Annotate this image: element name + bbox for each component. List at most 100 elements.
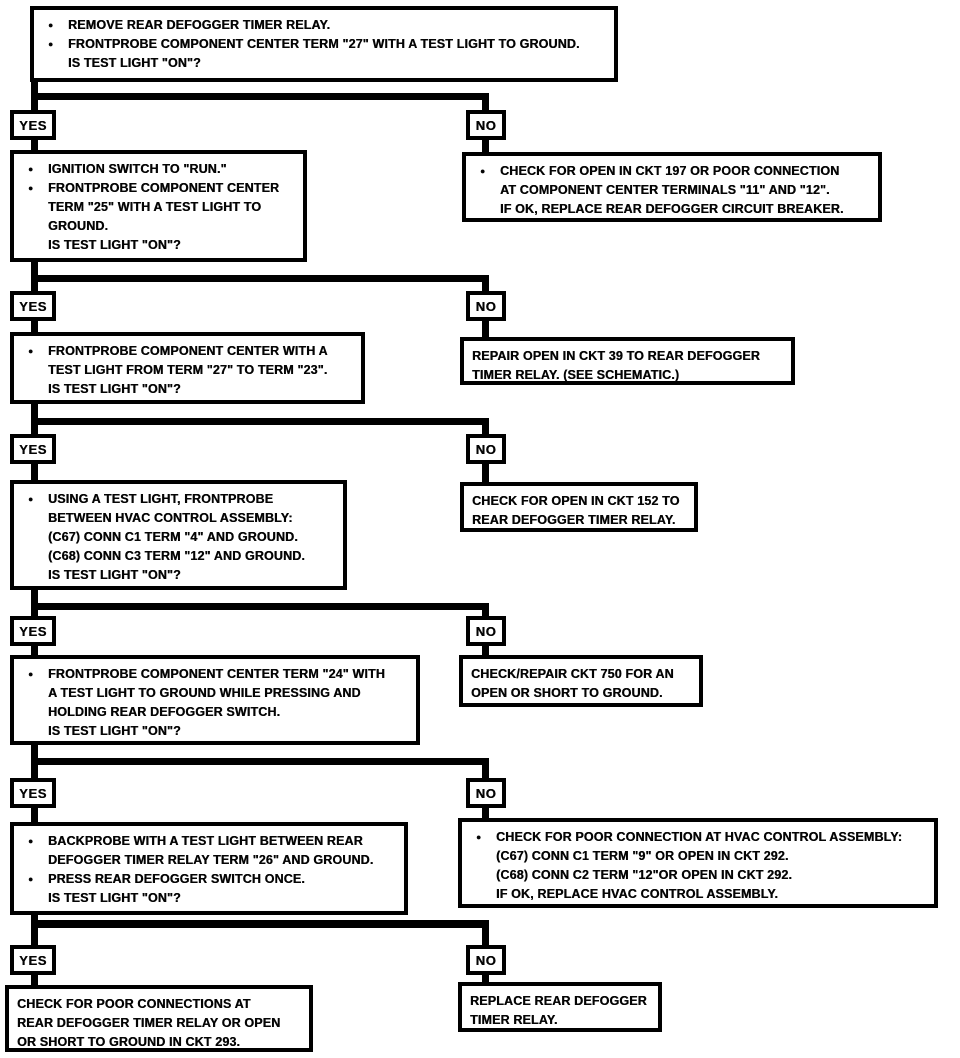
bullet-icon: ● bbox=[28, 836, 34, 846]
node-text: IGNITION SWITCH TO "RUN." bbox=[48, 162, 227, 176]
node-text: IS TEST LIGHT "ON"? bbox=[48, 891, 181, 905]
node-text: (C67) CONN C1 TERM "9" OR OPEN IN CKT 29… bbox=[496, 849, 789, 863]
node-text: TIMER RELAY. (SEE SCHEMATIC.) bbox=[472, 368, 680, 382]
connector-line bbox=[31, 262, 38, 275]
connector-line bbox=[31, 928, 38, 945]
node-text-line: ● BACKPROBE WITH A TEST LIGHT BETWEEN REA… bbox=[20, 832, 398, 851]
label-yes-2: YES bbox=[10, 291, 56, 321]
node-step3: ●FRONTPROBE COMPONENT CENTER WITH A TEST … bbox=[10, 332, 365, 404]
node-text: IS TEST LIGHT "ON"? bbox=[68, 56, 201, 70]
connector-line bbox=[31, 275, 489, 282]
node-text-line: CHECK FOR OPEN IN CKT 152 TO bbox=[470, 492, 688, 511]
node-text-line: DEFOGGER TIMER RELAY TERM "26" AND GROUN… bbox=[20, 851, 398, 870]
label-yes-4: YES bbox=[10, 616, 56, 646]
label-yes-3: YES bbox=[10, 434, 56, 464]
node-text-line: (C68) CONN C3 TERM "12" AND GROUND. bbox=[20, 547, 337, 566]
node-text-line: (C67) CONN C1 TERM "4" AND GROUND. bbox=[20, 528, 337, 547]
connector-line bbox=[31, 745, 38, 758]
node-text-line: ●FRONTPROBE COMPONENT CENTER bbox=[20, 179, 297, 198]
node-text: DEFOGGER TIMER RELAY TERM "26" AND GROUN… bbox=[48, 853, 374, 867]
node-text-line: OPEN OR SHORT TO GROUND. bbox=[469, 684, 693, 703]
node-text-line: ●CHECK FOR OPEN IN CKT 197 OR POOR CONNE… bbox=[472, 162, 872, 181]
node-text-line: HOLDING REAR DEFOGGER SWITCH. bbox=[20, 703, 410, 722]
node-text: CHECK FOR OPEN IN CKT 152 TO bbox=[472, 494, 680, 508]
node-text: FRONTPROBE COMPONENT CENTER bbox=[48, 181, 280, 195]
label-no-4: NO bbox=[466, 616, 506, 646]
node-text-line: IS TEST LIGHT "ON"? bbox=[20, 380, 355, 399]
node-step1: ●REMOVE REAR DEFOGGER TIMER RELAY.●FRONT… bbox=[30, 6, 618, 82]
connector-line bbox=[31, 93, 489, 100]
node-text: TEST LIGHT FROM TERM "27" TO TERM "23". bbox=[48, 363, 328, 377]
node-text: GROUND. bbox=[48, 219, 109, 233]
node-text-line: TEST LIGHT FROM TERM "27" TO TERM "23". bbox=[20, 361, 355, 380]
node-text-line: CHECK/REPAIR CKT 750 FOR AN bbox=[469, 665, 693, 684]
connector-line bbox=[31, 646, 38, 655]
node-step3-no-result: CHECK FOR OPEN IN CKT 152 TO REAR DEFOGGE… bbox=[460, 482, 698, 532]
node-text: OR SHORT TO GROUND IN CKT 293. bbox=[17, 1035, 241, 1049]
connector-line bbox=[31, 603, 489, 610]
node-text: CHECK/REPAIR CKT 750 FOR AN bbox=[471, 667, 674, 681]
node-step6-no-result: REPLACE REAR DEFOGGER TIMER RELAY. bbox=[458, 982, 662, 1032]
node-step5: ●FRONTPROBE COMPONENT CENTER TERM "24" W… bbox=[10, 655, 420, 745]
node-text-line: (C67) CONN C1 TERM "9" OR OPEN IN CKT 29… bbox=[468, 847, 928, 866]
connector-line bbox=[31, 610, 38, 616]
node-text-line: TIMER RELAY. bbox=[468, 1011, 652, 1030]
node-text: PRESS REAR DEFOGGER SWITCH ONCE. bbox=[48, 872, 305, 886]
bullet-icon: ● bbox=[480, 166, 486, 176]
node-step5-no-result: ● CHECK FOR POOR CONNECTION AT HVAC CONTR… bbox=[458, 818, 938, 908]
node-text: FRONTPROBE COMPONENT CENTER WITH A bbox=[48, 344, 328, 358]
node-text-line: ●FRONTPROBE COMPONENT CENTER TERM "27" W… bbox=[40, 35, 608, 54]
connector-line bbox=[482, 610, 489, 616]
connector-line bbox=[482, 282, 489, 291]
node-text: CHECK FOR POOR CONNECTION AT HVAC CONTRO… bbox=[496, 830, 903, 844]
node-text: REMOVE REAR DEFOGGER TIMER RELAY. bbox=[68, 18, 331, 32]
connector-line bbox=[482, 464, 489, 482]
node-text: TERM "25" WITH A TEST LIGHT TO bbox=[48, 200, 262, 214]
label-no-3: NO bbox=[466, 434, 506, 464]
node-text-line: IS TEST LIGHT "ON"? bbox=[20, 236, 297, 255]
connector-line bbox=[482, 765, 489, 778]
node-step4-no-result: CHECK/REPAIR CKT 750 FOR AN OPEN OR SHORT… bbox=[459, 655, 703, 707]
connector-line bbox=[31, 920, 489, 928]
bullet-icon: ● bbox=[28, 164, 34, 174]
node-text: A TEST LIGHT TO GROUND WHILE PRESSING AN… bbox=[48, 686, 361, 700]
connector-line bbox=[482, 321, 489, 337]
bullet-icon: ● bbox=[476, 832, 482, 842]
connector-line bbox=[31, 321, 38, 332]
label-no-2: NO bbox=[466, 291, 506, 321]
connector-line bbox=[31, 590, 38, 603]
label-yes-5: YES bbox=[10, 778, 56, 808]
label-no-6: NO bbox=[466, 945, 506, 975]
node-text: BACKPROBE WITH A TEST LIGHT BETWEEN REAR bbox=[48, 834, 363, 848]
node-text: REPAIR OPEN IN CKT 39 TO REAR DEFOGGER bbox=[472, 349, 760, 363]
node-text: IS TEST LIGHT "ON"? bbox=[48, 238, 181, 252]
connector-line bbox=[31, 464, 38, 480]
node-text-line: TIMER RELAY. (SEE SCHEMATIC.) bbox=[470, 366, 785, 385]
node-text-line: TERM "25" WITH A TEST LIGHT TO bbox=[20, 198, 297, 217]
node-text: (C67) CONN C1 TERM "4" AND GROUND. bbox=[48, 530, 298, 544]
label-yes-1: YES bbox=[10, 110, 56, 140]
node-text-line: (C68) CONN C2 TERM "12"OR OPEN IN CKT 29… bbox=[468, 866, 928, 885]
node-text-line: REAR DEFOGGER TIMER RELAY. bbox=[470, 511, 688, 530]
connector-line bbox=[31, 758, 489, 765]
node-text-line: ●FRONTPROBE COMPONENT CENTER WITH A bbox=[20, 342, 355, 361]
node-text: AT COMPONENT CENTER TERMINALS "11" AND "… bbox=[500, 183, 830, 197]
node-text-line: REPLACE REAR DEFOGGER bbox=[468, 992, 652, 1011]
node-text: CHECK FOR POOR CONNECTIONS AT bbox=[17, 997, 251, 1011]
label-no-1: NO bbox=[466, 110, 506, 140]
node-text: IS TEST LIGHT "ON"? bbox=[48, 724, 181, 738]
connector-line bbox=[482, 100, 489, 110]
node-step1-no-result: ●CHECK FOR OPEN IN CKT 197 OR POOR CONNE… bbox=[462, 152, 882, 222]
node-text-line: ● CHECK FOR POOR CONNECTION AT HVAC CONTR… bbox=[468, 828, 928, 847]
label-no-5: NO bbox=[466, 778, 506, 808]
node-text: IF OK, REPLACE HVAC CONTROL ASSEMBLY. bbox=[496, 887, 778, 901]
connector-line bbox=[482, 425, 489, 434]
node-text-line: ●REMOVE REAR DEFOGGER TIMER RELAY. bbox=[40, 16, 608, 35]
node-text-line: ● IGNITION SWITCH TO "RUN." bbox=[20, 160, 297, 179]
node-text: TIMER RELAY. bbox=[470, 1013, 558, 1027]
node-text-line: IS TEST LIGHT "ON"? bbox=[40, 54, 608, 73]
node-text: FRONTPROBE COMPONENT CENTER TERM "27" WI… bbox=[68, 37, 580, 51]
connector-line bbox=[482, 808, 489, 818]
connector-line bbox=[31, 404, 38, 418]
